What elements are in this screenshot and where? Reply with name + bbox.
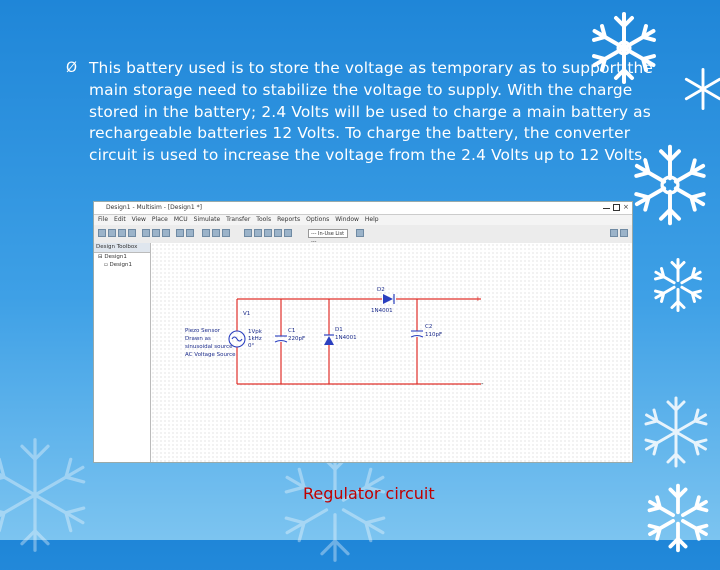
print-icon[interactable] xyxy=(128,229,136,237)
component-icon[interactable] xyxy=(264,229,272,237)
snowflake-icon xyxy=(625,140,715,230)
undo-icon[interactable] xyxy=(176,229,184,237)
window-titlebar: Design1 - Multisim - [Design1 *] × xyxy=(94,202,632,215)
v1-frequency: 1kHz xyxy=(248,336,262,342)
tree-child[interactable]: ▫ Design1 xyxy=(104,262,132,268)
menu-item-view[interactable]: View xyxy=(131,216,146,223)
close-icon[interactable]: × xyxy=(623,203,629,211)
menu-item-mcu[interactable]: MCU xyxy=(173,216,188,223)
d1-value: 1N4001 xyxy=(335,335,357,341)
bullet-body-text: This battery used is to store the voltag… xyxy=(89,59,654,165)
instrument-icon[interactable] xyxy=(620,229,628,237)
v1-amplitude: 1Vpk xyxy=(248,329,263,335)
component-icon[interactable] xyxy=(274,229,282,237)
c1-value: 220pF xyxy=(288,336,305,342)
menu-item-reports[interactable]: Reports xyxy=(277,216,301,223)
ac-source-symbol xyxy=(228,330,246,348)
snowflake-icon xyxy=(0,430,100,560)
note-line-2: Drawn as xyxy=(185,336,211,342)
menu-item-help[interactable]: Help xyxy=(364,216,379,223)
instrument-icon[interactable] xyxy=(610,229,618,237)
menu-item-window[interactable]: Window xyxy=(335,216,359,223)
snowflake-icon xyxy=(584,8,664,88)
zoom-out-icon[interactable] xyxy=(212,229,220,237)
schematic-diagram: V1 1Vpk 1kHz 0° Piezo Sensor Drawn as si… xyxy=(185,287,484,388)
component-icon[interactable] xyxy=(284,229,292,237)
menu-item-options[interactable]: Options xyxy=(306,216,330,223)
design-toolbox: Design Toolbox ⊟ Design1 ▫ Design1 xyxy=(94,243,151,462)
d1-diode-symbol xyxy=(324,336,334,345)
v1-ref: V1 xyxy=(243,311,250,317)
in-use-list-select[interactable]: --- In-Use List --- xyxy=(308,229,348,245)
multisim-screenshot: Design1 - Multisim - [Design1 *] × File E… xyxy=(93,201,633,463)
component-icon[interactable] xyxy=(244,229,252,237)
bullet-paragraph: Ø This battery used is to store the volt… xyxy=(66,58,666,167)
toolbar: --- In-Use List --- xyxy=(94,225,632,245)
cut-icon[interactable] xyxy=(142,229,150,237)
snowflake-icon xyxy=(640,480,716,556)
d1-ref: D1 xyxy=(335,327,343,333)
bullet-arrow-icon: Ø xyxy=(66,60,78,76)
c2-plate-bottom xyxy=(410,334,424,338)
help-icon[interactable] xyxy=(356,229,364,237)
menu-item-transfer[interactable]: Transfer xyxy=(226,216,251,223)
snowflake-icon xyxy=(680,66,720,112)
figure-caption: Regulator circuit xyxy=(303,484,435,503)
maximize-icon[interactable] xyxy=(613,204,620,211)
redo-icon[interactable] xyxy=(186,229,194,237)
menu-item-tools[interactable]: Tools xyxy=(256,216,272,223)
plus-terminal: + xyxy=(475,295,481,303)
design-toolbox-title: Design Toolbox xyxy=(94,243,150,253)
open-icon[interactable] xyxy=(108,229,116,237)
d2-value: 1N4001 xyxy=(371,308,393,314)
zoom-fit-icon[interactable] xyxy=(222,229,230,237)
snowflake-icon xyxy=(648,255,708,315)
menu-bar: File Edit View Place MCU Simulate Transfer Tool… xyxy=(94,215,632,225)
menu-item-place[interactable]: Place xyxy=(151,216,168,223)
copy-icon[interactable] xyxy=(152,229,160,237)
tree-root[interactable]: ⊟ Design1 xyxy=(98,254,127,260)
ac-wave-icon xyxy=(231,336,243,342)
window-title: Design1 - Multisim - [Design1 *] xyxy=(106,204,202,211)
c2-value: 110pF xyxy=(425,332,442,338)
d2-diode-symbol xyxy=(383,294,393,304)
menu-item-simulate[interactable]: Simulate xyxy=(193,216,221,223)
menu-item-file[interactable]: File xyxy=(98,216,109,223)
note-line-4: AC Voltage Source xyxy=(185,352,236,358)
c2-ref: C2 xyxy=(425,324,432,330)
save-icon[interactable] xyxy=(118,229,126,237)
minus-terminal: - xyxy=(481,380,484,388)
schematic-workspace[interactable]: V1 1Vpk 1kHz 0° Piezo Sensor Drawn as si… xyxy=(151,243,632,462)
d2-ref: D2 xyxy=(377,287,385,293)
paste-icon[interactable] xyxy=(162,229,170,237)
new-icon[interactable] xyxy=(98,229,106,237)
note-line-3: sinusoidal source xyxy=(185,344,233,350)
c1-plate-bottom xyxy=(274,339,288,343)
zoom-in-icon[interactable] xyxy=(202,229,210,237)
snowflake-icon xyxy=(636,392,716,472)
menu-item-edit[interactable]: Edit xyxy=(114,216,126,223)
minimize-icon[interactable] xyxy=(603,204,610,209)
component-icon[interactable] xyxy=(254,229,262,237)
note-line-1: Piezo Sensor xyxy=(185,328,221,334)
v1-phase: 0° xyxy=(248,343,254,349)
c1-ref: C1 xyxy=(288,328,295,334)
